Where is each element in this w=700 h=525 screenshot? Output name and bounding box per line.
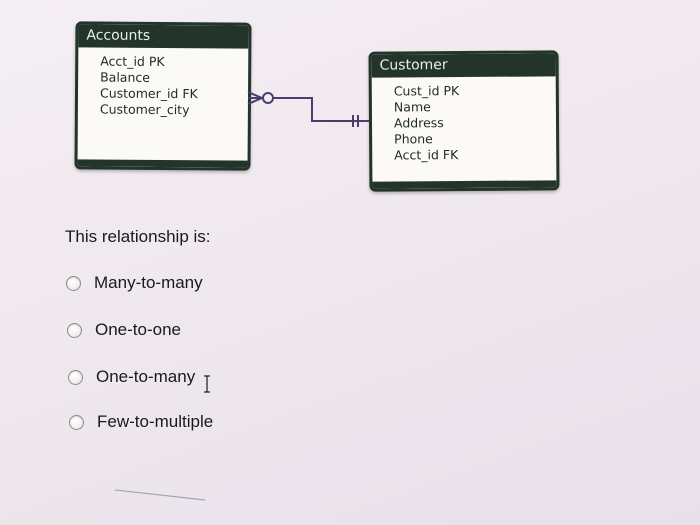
- customer-field: Address: [393, 115, 444, 131]
- accounts-entity-title: Accounts: [78, 24, 249, 49]
- pen-mark-decoration: [114, 489, 206, 501]
- customer-entity-footer: [372, 180, 557, 189]
- option-label[interactable]: Many-to-many: [94, 273, 203, 292]
- radio-button[interactable]: [69, 414, 84, 430]
- option-label[interactable]: One-to-one: [95, 320, 181, 339]
- option-one-to-many[interactable]: One-to-many: [68, 367, 195, 387]
- radio-button[interactable]: [68, 369, 83, 385]
- radio-button[interactable]: [66, 275, 81, 291]
- accounts-field: Customer_city: [99, 101, 190, 118]
- customer-field: Phone: [394, 131, 433, 147]
- accounts-field: Balance: [100, 69, 151, 85]
- accounts-field: Acct_id PK: [100, 53, 165, 70]
- option-few-to-multiple[interactable]: Few-to-multiple: [69, 412, 213, 432]
- accounts-field-list: Acct_id PK Balance Customer_id FK Custom…: [78, 47, 248, 118]
- customer-field: Name: [393, 99, 431, 115]
- option-one-to-one[interactable]: One-to-one: [67, 320, 181, 340]
- question-prompt: This relationship is:: [65, 227, 211, 246]
- customer-field: Cust_id PK: [393, 83, 460, 99]
- radio-button[interactable]: [67, 322, 82, 338]
- zero-optional-mark: [262, 92, 274, 104]
- option-label[interactable]: Few-to-multiple: [97, 412, 214, 431]
- customer-entity: Customer Cust_id PK Name Address Phone A…: [368, 50, 560, 192]
- accounts-entity-footer: [77, 159, 248, 168]
- customer-field: Acct_id FK: [394, 147, 459, 163]
- accounts-field: Customer_id FK: [99, 85, 198, 102]
- option-label[interactable]: One-to-many: [96, 367, 196, 386]
- text-cursor-icon: [204, 375, 210, 393]
- customer-entity-title: Customer: [371, 53, 556, 78]
- relationship-line: [248, 97, 369, 122]
- accounts-entity: Accounts Acct_id PK Balance Customer_id …: [74, 21, 252, 171]
- customer-field-list: Cust_id PK Name Address Phone Acct_id FK: [372, 76, 557, 163]
- option-many-to-many[interactable]: Many-to-many: [66, 273, 203, 293]
